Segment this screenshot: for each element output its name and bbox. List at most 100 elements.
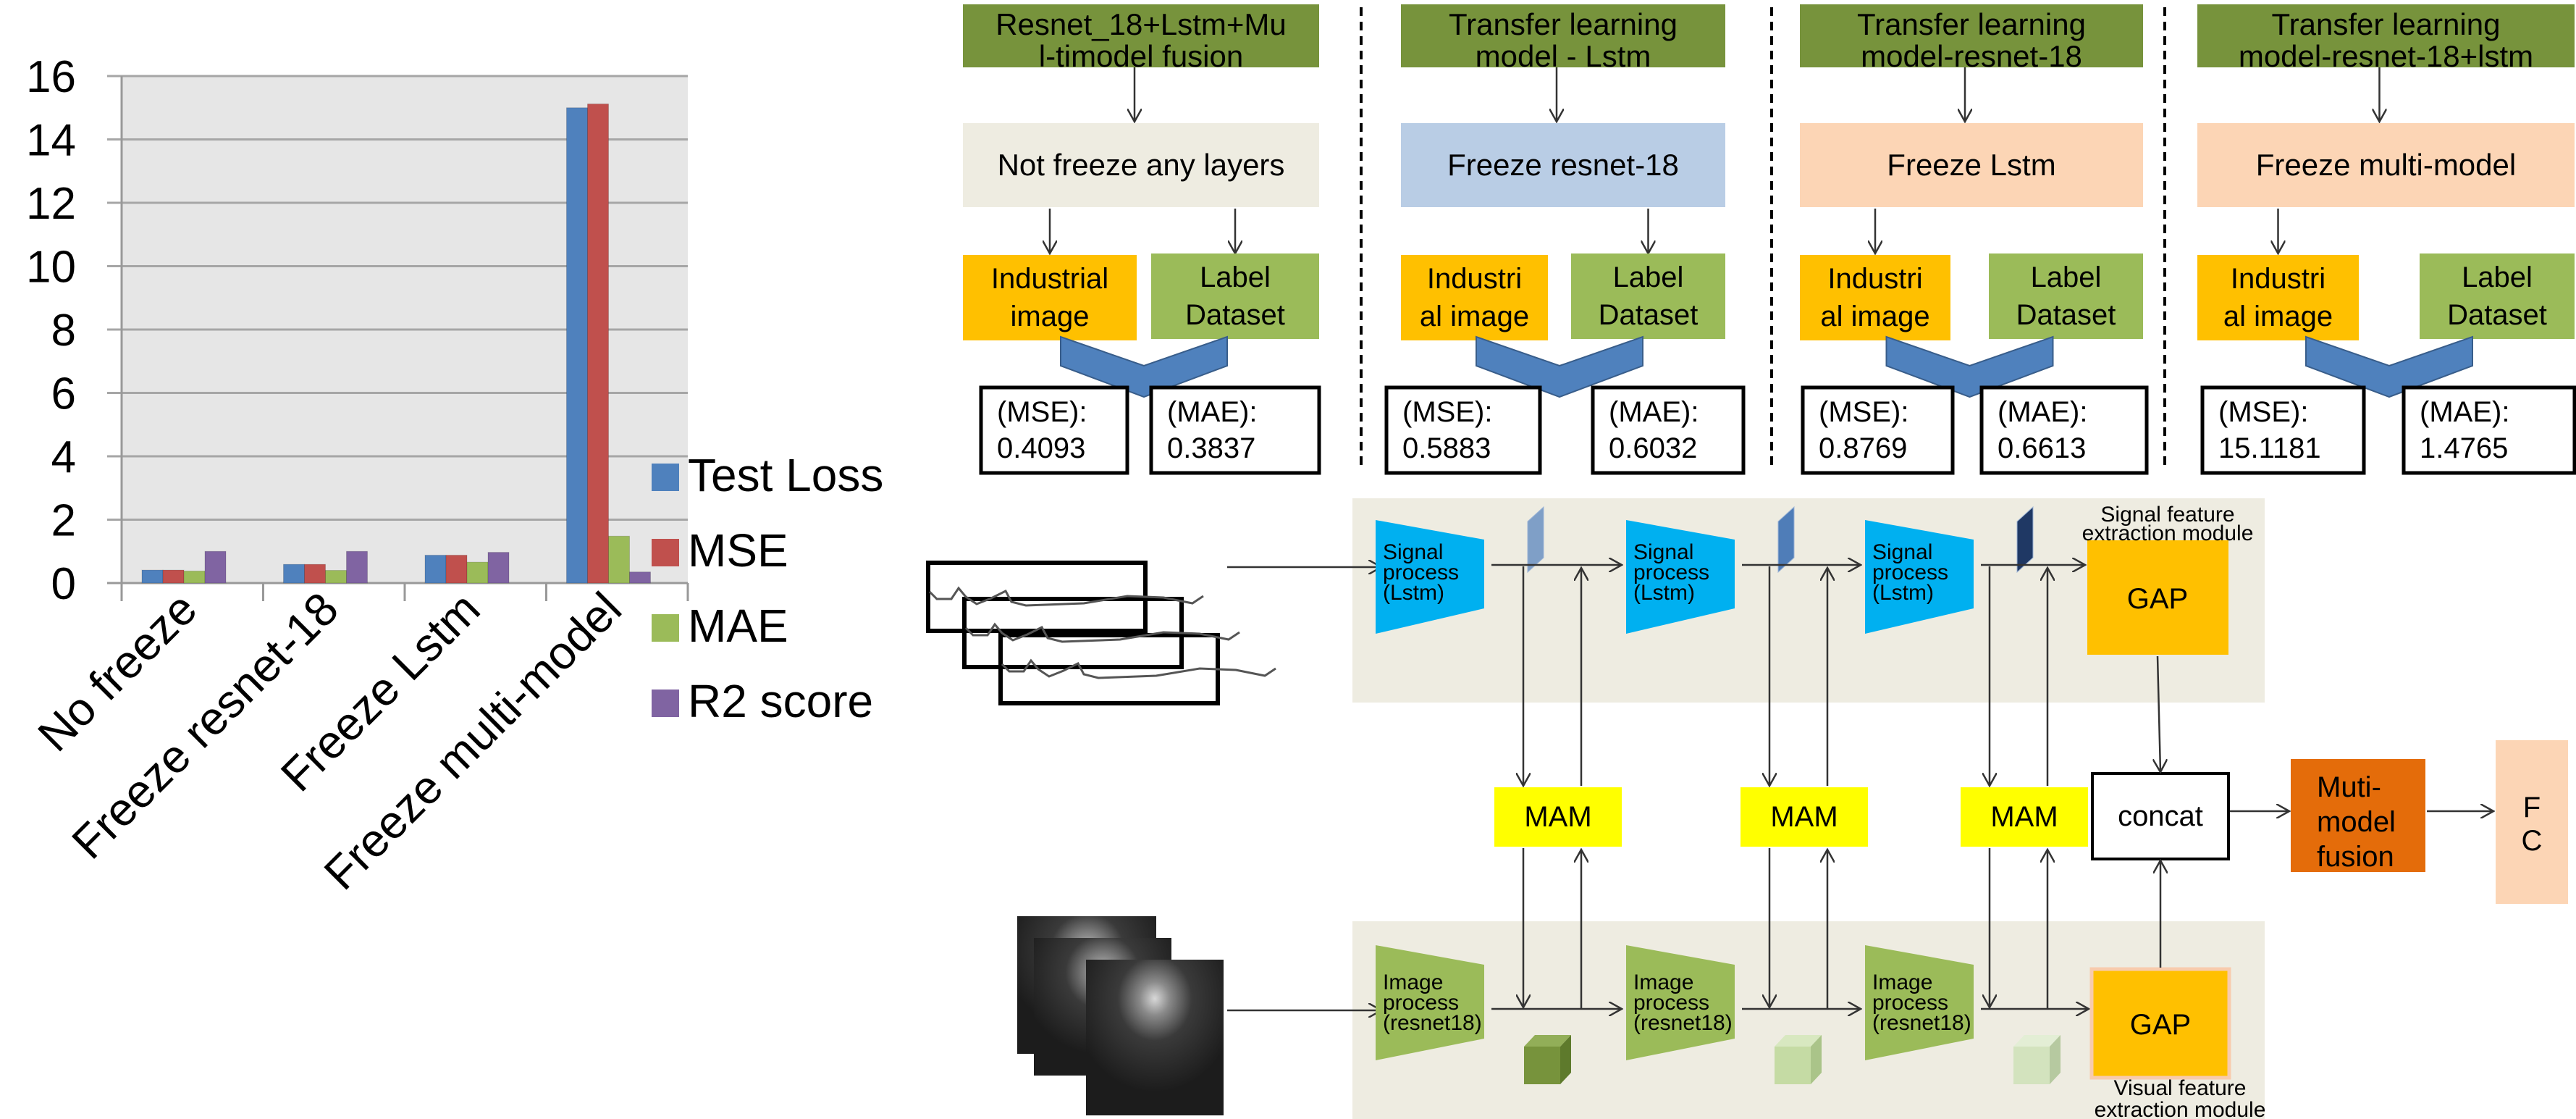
industrial-image-box [2197,255,2359,340]
mse-label: (MSE): [2218,396,2308,428]
signal-process-label: Signal [1383,540,1443,564]
architecture-diagram: Signalprocess(Lstm)Imageprocess(resnet18… [926,498,2568,1119]
bar-mae [183,570,206,584]
mae-result-box [1979,385,2149,475]
mae-value: 1.4765 [2420,432,2508,464]
label-dataset-label: Dataset [2447,299,2547,331]
image-process-label: (resnet18) [1872,1011,1971,1035]
mae-value: 0.6032 [1609,432,1697,464]
bar-r2-score [204,550,227,584]
model-title-line: model-resnet-18 [1861,39,2082,73]
mse-label: (MSE): [1819,396,1908,428]
signal-process-label: process [1872,561,1948,584]
freeze-strategy-box [1401,123,1725,207]
mae-label: (MAE): [1609,396,1699,428]
freeze-strategy-box [963,123,1319,207]
visual-module-caption: extraction module [2095,1098,2266,1119]
legend-swatch [652,464,679,491]
x-tick-marks [120,583,689,601]
mae-result-box [1149,385,1321,475]
signal-process-label: process [1633,561,1709,584]
bar-mae [608,535,630,584]
bar-test-loss [141,569,164,584]
mse-result-box [1384,385,1542,475]
industrial-image-label: al image [1820,301,1929,332]
mam-box [1494,787,1622,847]
image-process-block [1626,945,1735,1060]
bar-mae [325,570,347,584]
image-process-block [1376,945,1484,1060]
model-title-line: model - Lstm [1476,39,1651,73]
mse-result-box [979,385,1129,475]
signal-module-caption: Signal feature [2100,503,2234,527]
fusion-label-line: Muti- [2317,771,2381,803]
mae-label: (MAE): [2420,396,2509,428]
bar-test-loss [424,555,447,584]
fc-label-line: F [2523,792,2541,823]
legend-swatch [652,539,679,566]
fc-label-line: C [2522,825,2543,857]
y-tick-label: 2 [51,496,76,546]
mse-result-box [1801,385,1955,475]
label-dataset-box [1989,253,2143,339]
multi-model-fusion-box [2291,759,2425,872]
model-title-box [1800,4,2143,67]
concat-box [2091,772,2230,860]
cube-front [1775,1047,1811,1084]
signal-process-label: (Lstm) [1633,581,1695,605]
mse-value: 0.8769 [1819,432,1907,464]
signal-process-label: process [1383,561,1459,584]
bar-mse [445,555,468,584]
visual-module-caption: Visual feature [2114,1076,2247,1100]
image-process-label: Image [1383,971,1443,994]
industrial-image-label: al image [2223,301,2333,332]
freeze-strategy-label: Not freeze any layers [998,148,1285,182]
mae-result-box [2402,385,2576,475]
fusion-label-line: model [2317,806,2396,838]
industrial-image-label: image [1011,301,1090,332]
legend-label: R2 score [688,675,873,727]
y-tick-label: 4 [51,432,76,482]
signal-feature-map-icon [1777,506,1795,574]
mse-value: 0.5883 [1402,432,1491,464]
mae-value: 0.6613 [1998,432,2086,464]
visual-feature-cube-icon [2013,1035,2061,1047]
x-category-label: Freeze resnet-18 [62,582,348,869]
model-title-box [2197,4,2575,67]
merge-chevron-icon [1885,335,2054,398]
image-process-label: Image [1872,971,1932,994]
label-dataset-label: Dataset [2016,299,2116,331]
signal-feature-map-icon [1527,506,1544,574]
model-title-line: Transfer learning [1857,7,2086,41]
visual-gap-box [2089,967,2231,1080]
image-process-block [1865,945,1974,1060]
fc-box [2496,740,2568,904]
freeze-strategy-label: Freeze multi-model [2256,148,2516,182]
y-tick-label: 10 [26,243,76,293]
signal-process-block [1376,520,1484,634]
signal-feature-map-icon [2016,506,2034,574]
signal-process-block [1865,520,1974,634]
industrial-image-label: Industri [2231,263,2325,295]
legend-label: MSE [688,524,788,577]
mam-label: MAM [1990,801,2058,833]
y-tick-label: 14 [26,116,76,166]
arrow [2158,655,2160,772]
mam-label: MAM [1770,801,1838,833]
industrial-image-label: Industri [1827,263,1922,295]
concat-label: concat [2118,800,2203,832]
industrial-image-box [963,255,1137,340]
label-dataset-label: Label [2462,261,2533,293]
visual-feature-cube-icon [1775,1035,1822,1047]
industrial-image-label: al image [1420,301,1529,332]
signal-process-label: Signal [1872,540,1932,564]
bar-test-loss [566,107,588,584]
model-title-line: Transfer learning [2272,7,2501,41]
mae-label: (MAE): [1998,396,2087,428]
bar-mse [304,563,326,584]
bars [141,104,651,584]
